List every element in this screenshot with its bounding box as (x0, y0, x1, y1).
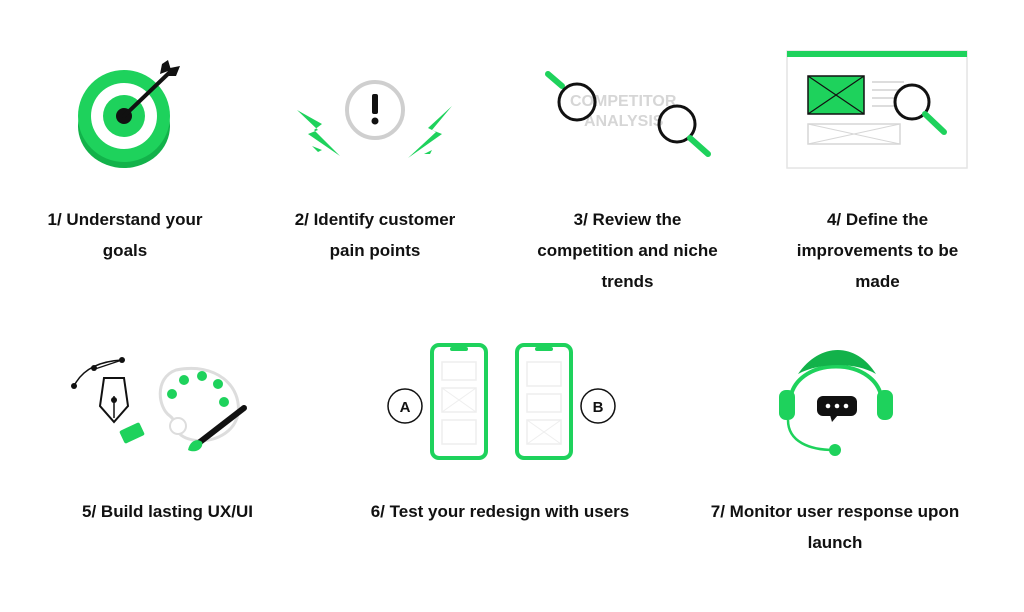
headset-icon (774, 344, 898, 460)
magnifier-icon: COMPETITOR ANALYSIS (540, 66, 720, 166)
step-6-caption: 6/ Test your redesign with users (345, 496, 655, 527)
step-4-line-1: 4/ Define the (826, 210, 929, 229)
analysis-text: ANALYSIS (584, 113, 664, 130)
step-1-line-1: 1/ Understand your (47, 210, 203, 229)
step-6-line-1: 6/ Test your redesign with users (370, 502, 630, 521)
step-2-line-1: 2/ Identify customer (294, 210, 456, 229)
step-2-line-2: pain points (329, 241, 421, 260)
alert-icon (292, 80, 462, 162)
step-7-line-2: launch (807, 533, 863, 552)
step-2-caption: 2/ Identify customer pain points (265, 204, 485, 266)
step-7-line-1: 7/ Monitor user response upon (710, 502, 960, 521)
step-3-line-1: 3/ Review the (573, 210, 682, 229)
target-icon (72, 58, 192, 173)
step-5-caption: 5/ Build lasting UX/UI (55, 496, 280, 527)
step-7-caption: 7/ Monitor user response upon launch (690, 496, 980, 558)
step-3-line-2: competition and niche (537, 241, 718, 260)
step-1-line-2: goals (102, 241, 148, 260)
step-4-caption: 4/ Define the improvements to be made (770, 204, 985, 297)
step-5-line-1: 5/ Build lasting UX/UI (82, 502, 253, 521)
variant-b-label: B (593, 399, 604, 416)
pen-tool-icon (66, 356, 256, 460)
variant-a-label: A (400, 399, 411, 416)
competitor-text: COMPETITOR (570, 93, 677, 110)
step-4-line-3: made (855, 272, 900, 291)
step-3-line-3: trends (601, 272, 654, 291)
step-3-caption: 3/ Review the competition and niche tren… (510, 204, 745, 297)
step-4-line-2: improvements to be (796, 241, 959, 260)
wireframe-icon (786, 50, 968, 170)
step-1-caption: 1/ Understand your goals (20, 204, 230, 266)
phone-icon: A B (386, 342, 620, 464)
